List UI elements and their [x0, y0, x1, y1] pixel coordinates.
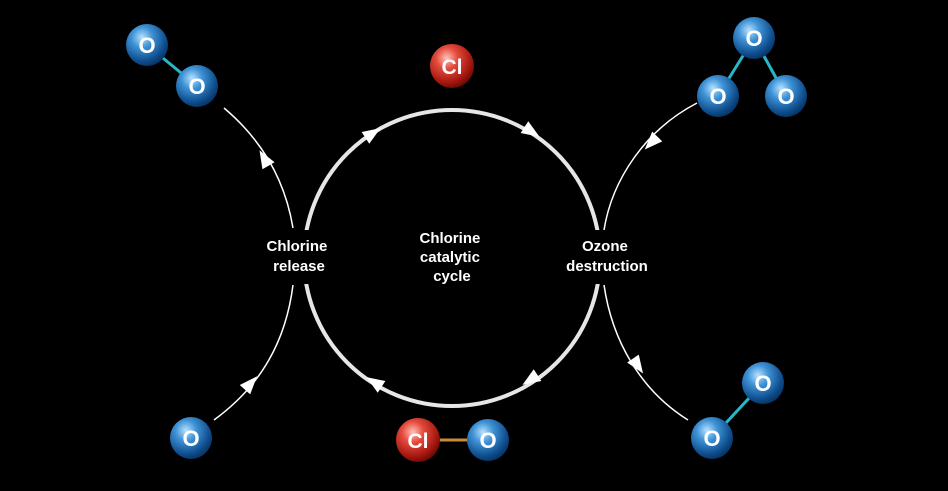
center-label-line-3: cycle — [433, 268, 471, 285]
ring-arrow-top-right — [520, 121, 540, 137]
atom-symbol: Cl — [442, 56, 463, 79]
destruction-curve-lower — [603, 284, 689, 421]
atom-symbol: O — [479, 428, 496, 453]
oxygen-atom: O — [765, 75, 807, 117]
o2-molecule-top-left: O O — [126, 24, 218, 107]
left-label-box — [250, 230, 342, 284]
atom-symbol: O — [182, 426, 199, 451]
atom-symbol: O — [777, 84, 794, 109]
release-curve-upper — [223, 107, 294, 229]
clo-molecule: Cl O — [396, 418, 509, 462]
destruction-curve-upper — [603, 102, 698, 231]
chlorine-atom: Cl — [396, 418, 440, 462]
atom-symbol: O — [754, 371, 771, 396]
oxygen-atom: O — [742, 362, 784, 404]
right-label-line-2: destruction — [566, 258, 648, 275]
o2-molecule-bottom-right: O O — [691, 362, 784, 459]
ring-arrow-bottom-right — [522, 369, 542, 385]
release-arrow-upper — [259, 150, 275, 170]
left-label-line-1: Chlorine — [266, 238, 327, 255]
center-label-line-1: Chlorine — [419, 230, 480, 247]
atom-symbol: O — [745, 26, 762, 51]
destruction-arrow-lower — [627, 354, 644, 374]
ozone-destruction-label: Ozone destruction — [566, 238, 648, 275]
center-label-line-2: catalytic — [420, 249, 480, 266]
oxygen-atom: O — [126, 24, 168, 66]
oxygen-atom: O — [733, 17, 775, 59]
oxygen-atom: O — [176, 65, 218, 107]
ozone-molecule: O O O — [697, 17, 807, 117]
ring-arrow-bottom-left — [366, 377, 386, 393]
oxygen-atom: O — [467, 419, 509, 461]
release-arrow-lower — [239, 376, 258, 395]
right-label-line-1: Ozone — [582, 238, 628, 255]
destruction-arrow-upper — [644, 131, 663, 150]
center-label: Chlorine catalytic cycle — [419, 230, 484, 285]
left-label-line-2: release — [273, 258, 325, 275]
atom-symbol: O — [138, 33, 155, 58]
ring-arrow-top-left — [361, 128, 381, 144]
chlorine-atom-top: Cl — [430, 44, 474, 88]
atom-symbol: O — [703, 426, 720, 451]
oxygen-atom: O — [697, 75, 739, 117]
atom-symbol: Cl — [408, 430, 429, 453]
oxygen-atom: O — [691, 417, 733, 459]
release-curve-lower — [213, 284, 294, 421]
right-label-box — [548, 230, 668, 284]
atom-symbol: O — [709, 84, 726, 109]
oxygen-atom-bottom-left: O — [170, 417, 212, 459]
chlorine-release-label: Chlorine release — [266, 238, 331, 275]
atom-symbol: O — [188, 74, 205, 99]
